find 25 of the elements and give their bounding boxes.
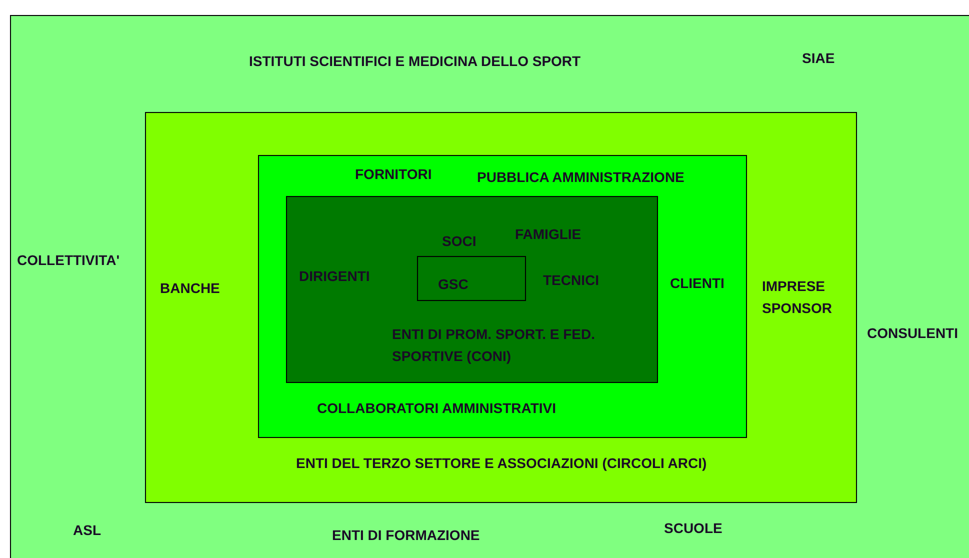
region-label: TECNICI [543,271,599,290]
region-label: SCUOLE [664,519,722,538]
region-label: FORNITORI [355,165,432,184]
third-ring-region [258,155,747,438]
region-label: ENTI DEL TERZO SETTORE E ASSOCIAZIONI (CIRCOLI ARCI) [296,454,707,473]
second-ring-region [145,112,857,503]
region-label: FAMIGLIE [515,225,582,244]
region-label: CLIENTI [670,274,724,293]
outer-region [10,15,969,558]
region-label: ENTI DI FORMAZIONE [332,526,480,545]
region-label: ASL [73,521,101,540]
region-label: CONSULENTI [867,324,958,343]
region-label: IMPRESE SPONSOR [762,277,834,318]
region-label: SOCI [442,232,476,251]
core-box [417,256,526,301]
region-label: PUBBLICA AMMINISTRAZIONE [477,168,684,187]
region-label: SIAE [802,49,835,68]
region-label: COLLETTIVITA' [17,251,120,270]
region-label: ENTI DI PROM. SPORT. E FED. SPORTIVE (CONI) [392,325,596,366]
region-label: ISTITUTI SCIENTIFICI E MEDICINA DELLO SPORT [249,52,581,71]
region-label: BANCHE [160,279,220,298]
inner-region [286,196,658,383]
region-label: COLLABORATORI AMMINISTRATIVI [317,399,556,418]
region-label: DIRIGENTI [299,267,370,286]
region-label: GSC [438,275,468,294]
